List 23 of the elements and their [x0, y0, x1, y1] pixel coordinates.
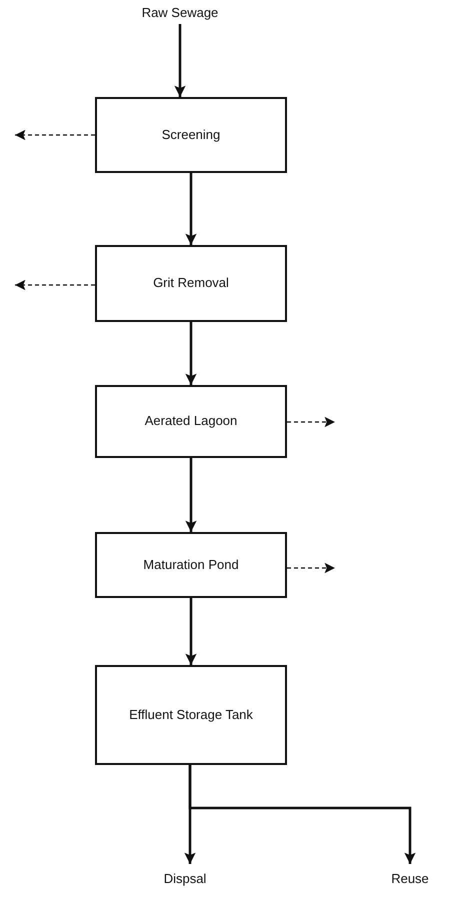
process-box — [95, 665, 287, 765]
flow-label: Dispsal — [164, 870, 206, 888]
process-box — [95, 385, 287, 458]
box-label: Maturation Pond — [143, 556, 239, 574]
arrow — [188, 765, 416, 864]
box-label: Effluent Storage Tank — [129, 706, 253, 724]
arrow — [174, 24, 186, 97]
process-box — [95, 97, 287, 173]
box-label: Aerated Lagoon — [144, 413, 238, 430]
arrow — [185, 173, 197, 245]
box-label: Grit Removal — [153, 275, 229, 292]
arrow — [185, 322, 197, 385]
arrow — [185, 598, 197, 665]
arrow — [15, 280, 95, 290]
flow-label: Raw Sewage — [142, 4, 218, 22]
arrow — [287, 562, 335, 574]
process-box — [95, 532, 287, 598]
process-box — [95, 245, 287, 322]
arrow — [287, 416, 335, 428]
box-label: Screening — [162, 126, 220, 144]
arrow — [185, 458, 197, 532]
arrow — [15, 130, 95, 140]
flow-label: Reuse — [391, 870, 429, 888]
